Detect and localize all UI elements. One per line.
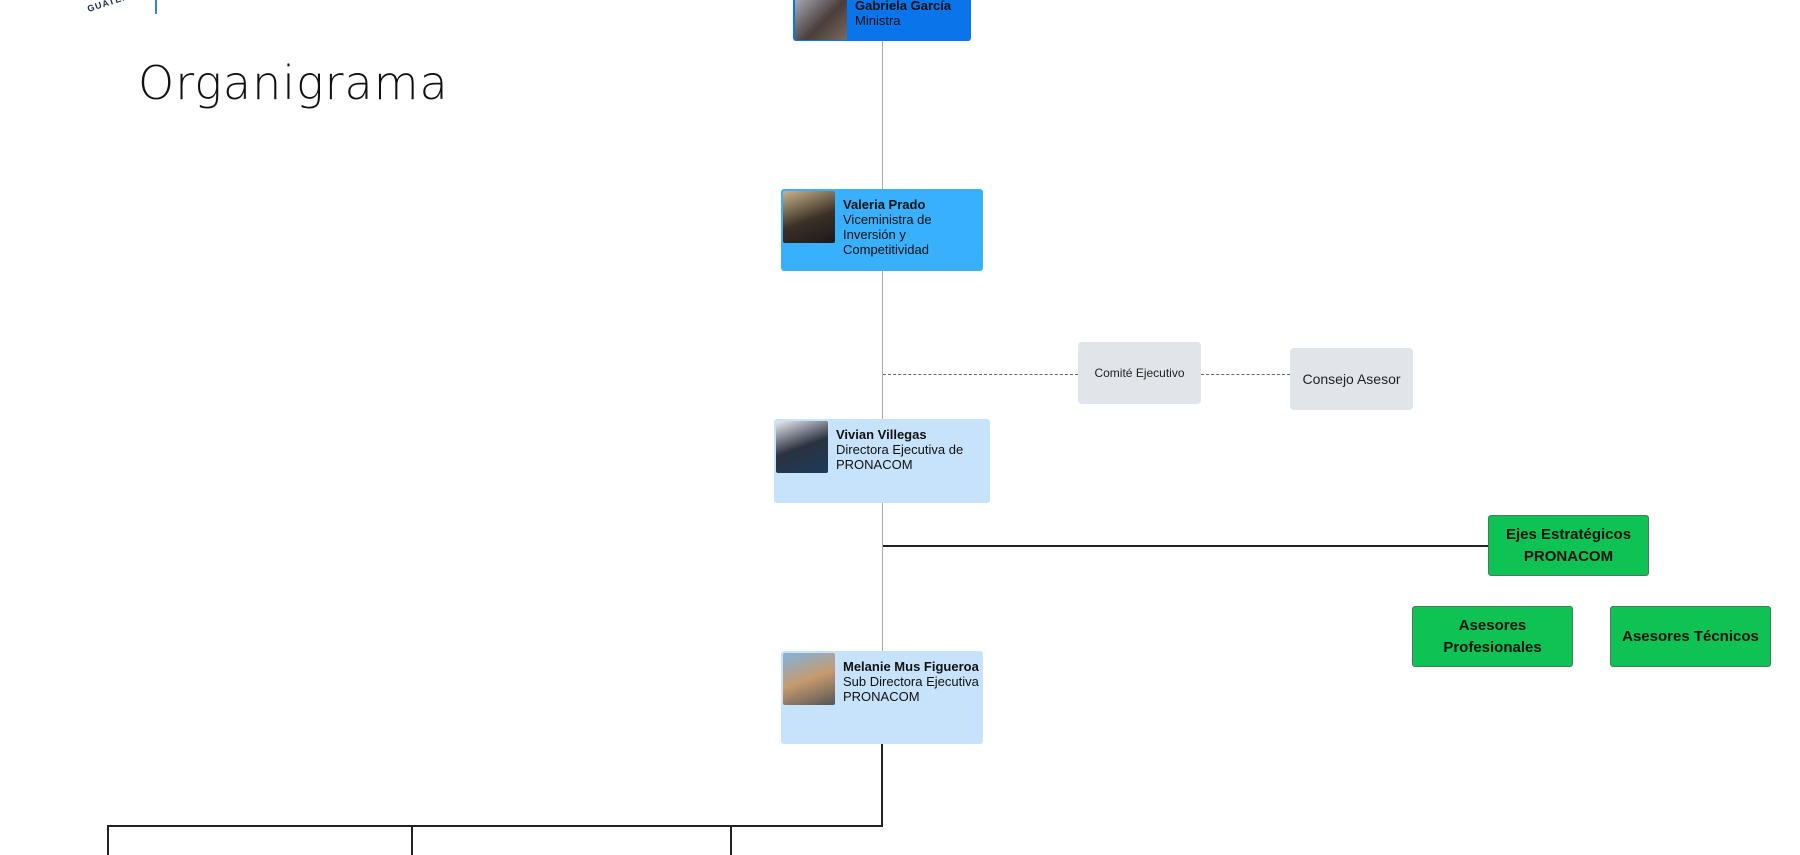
person-role: Directora Ejecutiva de PRONACOM: [836, 442, 964, 472]
person-name: Vivian Villegas: [836, 427, 927, 442]
connector-drop: [107, 825, 109, 855]
person-name: Gabriela García: [855, 0, 952, 13]
box-ejes-estrategicos[interactable]: Ejes Estratégicos PRONACOM: [1488, 515, 1649, 576]
box-label: Comité Ejecutivo: [1094, 366, 1185, 380]
box-asesores-profesionales[interactable]: Asesores Profesionales: [1412, 606, 1573, 667]
avatar: [783, 191, 835, 243]
avatar: [783, 653, 835, 705]
connector-drop: [730, 825, 732, 855]
connector-dashed: [883, 374, 1078, 375]
box-consejo-asesor[interactable]: Consejo Asesor: [1290, 348, 1413, 410]
logo: GUATEMALA: [86, 0, 152, 14]
box-label: Asesores Técnicos: [1622, 627, 1759, 645]
connector-sub: [881, 744, 883, 826]
box-label: Consejo Asesor: [1302, 371, 1401, 387]
connector-drop: [411, 825, 413, 855]
page-title: Organigrama: [138, 56, 449, 110]
connector-main: [882, 41, 883, 651]
person-role: Ministra: [855, 13, 901, 28]
person-name: Valeria Prado: [843, 197, 926, 212]
person-role: Sub Directora Ejecutiva PRONACOM: [843, 674, 979, 704]
avatar: [795, 0, 847, 40]
connector-branch: [107, 825, 883, 827]
box-label: Ejes Estratégicos PRONACOM: [1505, 525, 1632, 565]
logo-divider: [155, 0, 157, 14]
connector-dashed: [1201, 374, 1290, 375]
box-comite-ejecutivo[interactable]: Comité Ejecutivo: [1078, 342, 1201, 404]
connector-ejes: [883, 545, 1488, 547]
person-name: Melanie Mus Figueroa: [843, 659, 979, 674]
person-role: Viceministra de Inversión y Competitivid…: [843, 212, 932, 257]
box-label: Asesores Profesionales: [1443, 616, 1542, 656]
avatar: [776, 421, 828, 473]
box-asesores-tecnicos[interactable]: Asesores Técnicos: [1610, 606, 1771, 667]
